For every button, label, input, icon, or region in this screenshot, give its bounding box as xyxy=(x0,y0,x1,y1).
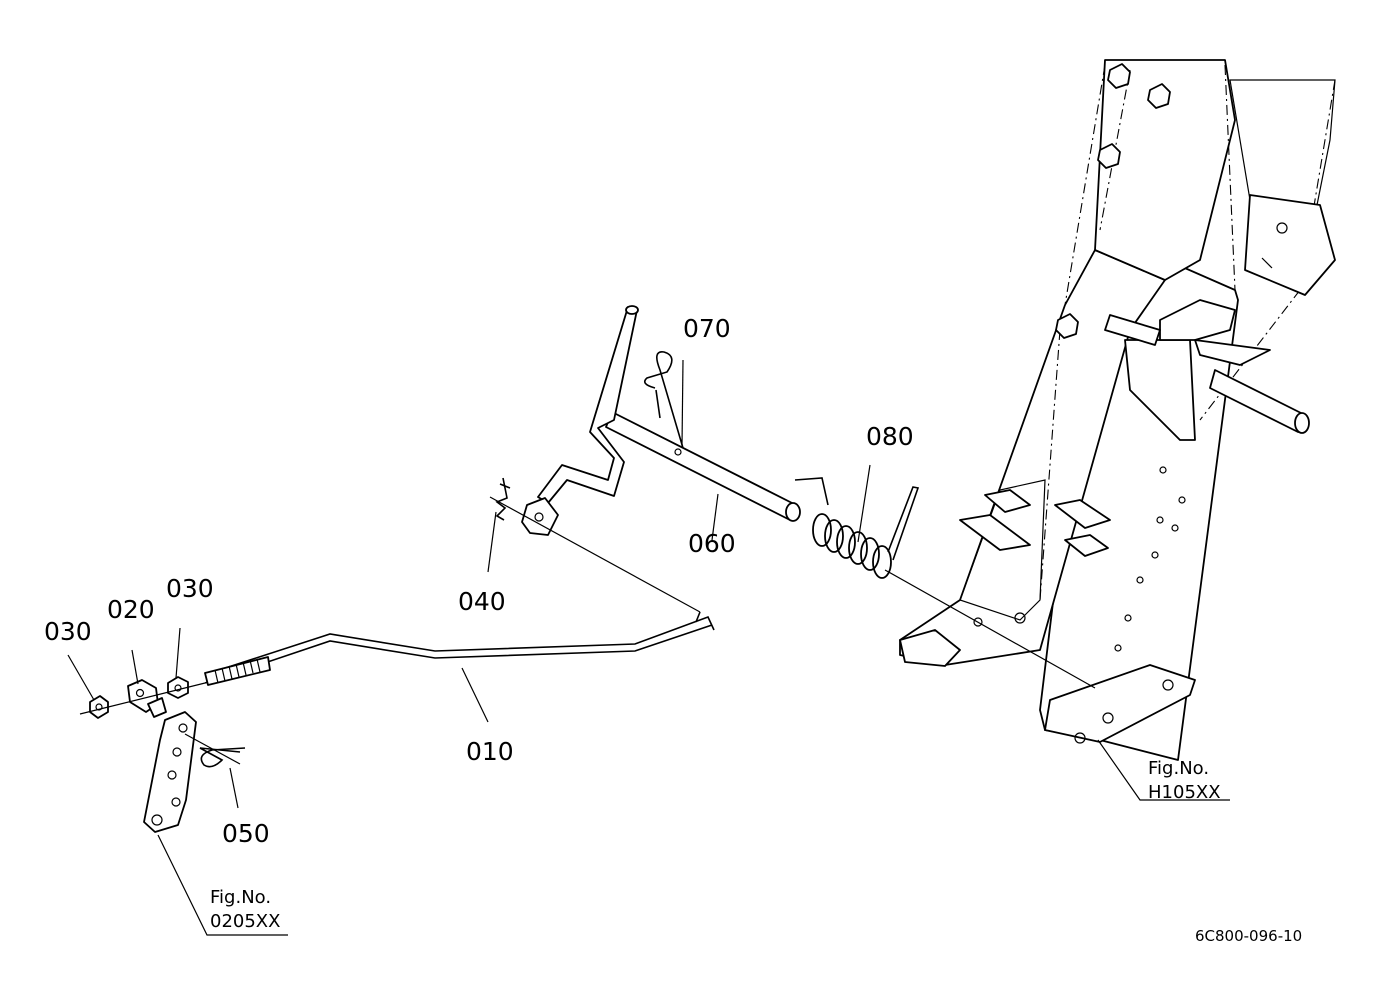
label-070: 070 xyxy=(683,314,731,343)
label-060: 060 xyxy=(688,529,736,558)
pin-070 xyxy=(644,351,684,449)
label-020: 020 xyxy=(107,595,155,624)
fig-ref-left-line1: Fig.No. xyxy=(210,887,271,908)
lever-060 xyxy=(521,305,801,536)
label-030-right: 030 xyxy=(166,574,214,603)
label-040: 040 xyxy=(458,587,506,616)
label-050: 050 xyxy=(222,819,270,848)
pin-040 xyxy=(495,477,511,521)
spring-080 xyxy=(794,477,920,579)
label-080: 080 xyxy=(866,422,914,451)
fig-ref-right-line2: H105XX xyxy=(1148,782,1221,803)
rod-010 xyxy=(204,611,715,686)
drawing-code: 6C800-096-10 xyxy=(1195,927,1302,945)
label-010: 010 xyxy=(466,737,514,766)
label-030-left: 030 xyxy=(44,617,92,646)
part-labels: 010 020 030 030 040 050 060 070 080 Fig.… xyxy=(44,314,1302,945)
frame-assembly xyxy=(899,59,1336,761)
small-parts xyxy=(89,676,246,833)
fig-ref-right-line1: Fig.No. xyxy=(1148,758,1209,779)
leader-lines xyxy=(67,359,1230,936)
fig-ref-left-line2: 0205XX xyxy=(210,911,280,932)
